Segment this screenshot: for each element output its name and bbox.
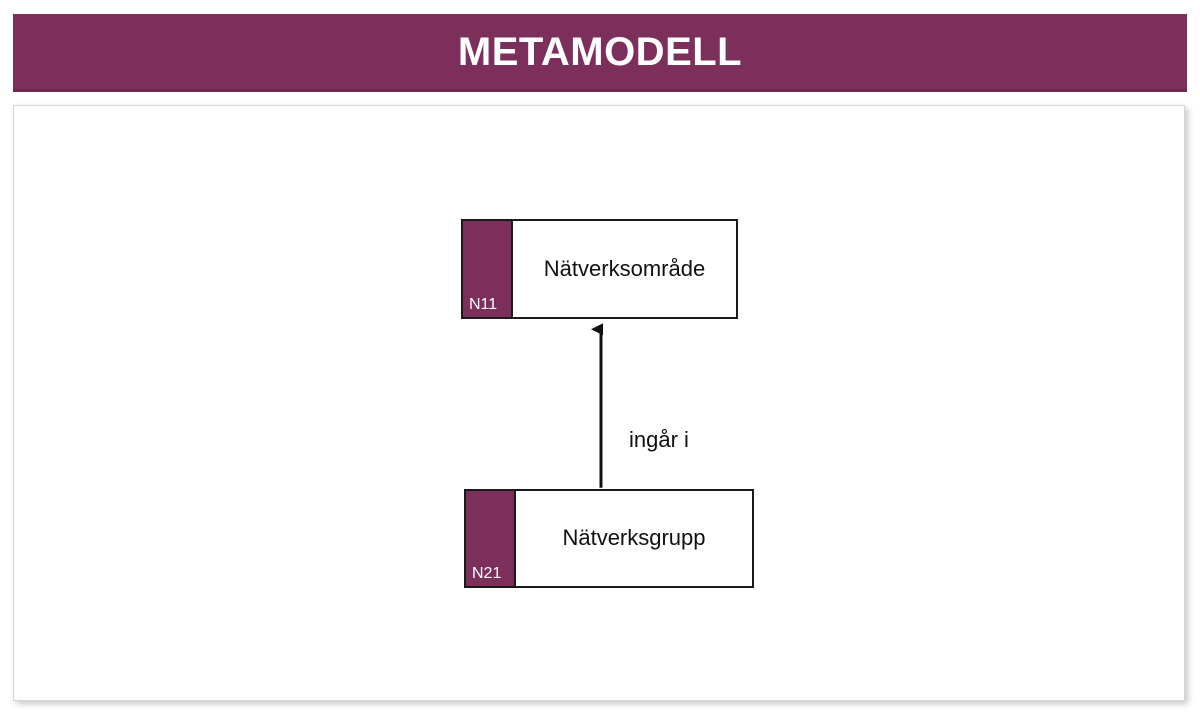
entity-name-wrap-n21: Nätverksgrupp — [516, 491, 752, 586]
entity-name-wrap-n11: Nätverksområde — [513, 221, 736, 317]
entity-box-natverksgrupp[interactable]: N21 Nätverksgrupp — [464, 489, 754, 588]
entity-name-natverksgrupp: Nätverksgrupp — [562, 525, 706, 551]
entity-code-strip-n21: N21 — [466, 491, 516, 586]
relationship-label-ingar-i: ingår i — [629, 427, 689, 452]
entity-name-natverksomrade: Nätverksområde — [543, 255, 706, 281]
entity-code-n21: N21 — [472, 565, 502, 582]
entity-code-strip-n11: N11 — [463, 221, 513, 317]
slide-canvas: ingår i N11 Nätverksområde N21 Nätverksg… — [13, 105, 1185, 701]
header-bar: METAMODELL — [13, 14, 1187, 92]
metamodel-diagram: ingår i N11 Nätverksområde N21 Nätverksg… — [14, 106, 1184, 700]
entity-code-n11: N11 — [469, 296, 498, 313]
relationship-connector — [591, 323, 603, 488]
entity-box-natverksomrade[interactable]: N11 Nätverksområde — [461, 219, 738, 319]
page-title: METAMODELL — [457, 29, 743, 74]
